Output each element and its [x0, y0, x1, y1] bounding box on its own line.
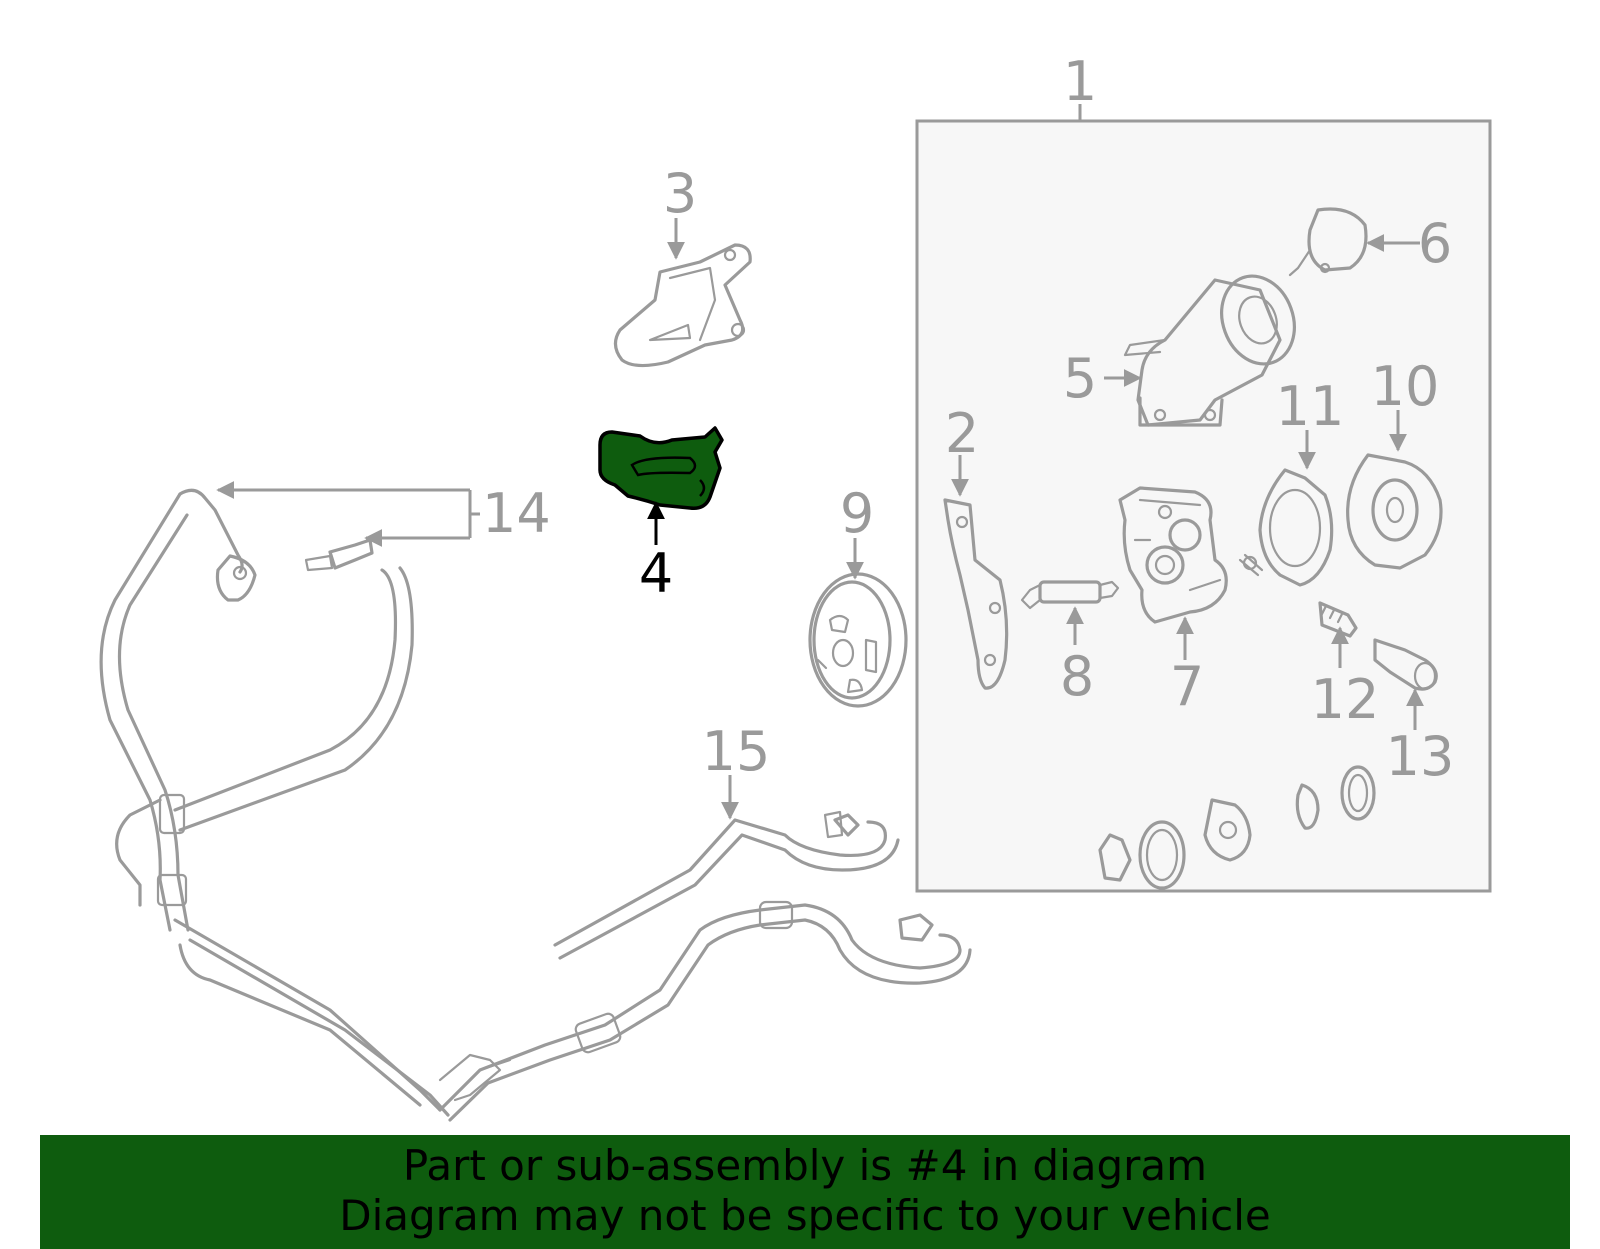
callout-label: 5: [1063, 347, 1097, 410]
part-11-gasket[interactable]: [1238, 468, 1334, 587]
callout-label: 1: [1063, 50, 1097, 113]
callout-label: 9: [840, 482, 874, 545]
part-15-line[interactable]: [438, 810, 972, 1122]
part-3-bracket[interactable]: [613, 243, 752, 368]
callout-label: 11: [1276, 375, 1345, 438]
part-14-hoses[interactable]: [99, 488, 450, 1117]
banner-line-2: Diagram may not be specific to your vehi…: [339, 1191, 1271, 1240]
seal-parts: [1098, 765, 1376, 890]
callout-label-highlighted: 4: [639, 542, 673, 605]
leader-lines: [216, 218, 1424, 820]
part-2-bracket[interactable]: [943, 498, 1009, 690]
callout-label: 12: [1311, 668, 1380, 731]
part-5-reservoir[interactable]: [1123, 266, 1306, 427]
part-13-valve[interactable]: [1373, 638, 1438, 691]
assembly-box: [915, 119, 1492, 893]
callout-label: 8: [1060, 645, 1094, 708]
callout-label: 6: [1418, 212, 1452, 275]
part-9-pulley[interactable]: [808, 572, 908, 708]
callout-label: 10: [1371, 355, 1440, 418]
part-10-cover[interactable]: [1346, 453, 1443, 570]
part-8-shaft[interactable]: [1020, 580, 1120, 610]
callout-label: 2: [945, 402, 979, 465]
info-banner: Part or sub-assembly is #4 in diagram Di…: [40, 1135, 1570, 1249]
callout-label: 14: [482, 482, 551, 545]
banner-line-1: Part or sub-assembly is #4 in diagram: [402, 1141, 1208, 1190]
callout-label: 3: [663, 162, 697, 225]
part-12-fitting[interactable]: [1318, 601, 1358, 638]
part-7-pump[interactable]: [1118, 486, 1228, 624]
callout-label: 15: [702, 720, 771, 783]
part-6-cap[interactable]: [1288, 207, 1368, 277]
part-4-bracket-highlighted[interactable]: [598, 426, 724, 511]
callout-label: 13: [1386, 725, 1455, 788]
callout-label: 7: [1170, 655, 1204, 718]
